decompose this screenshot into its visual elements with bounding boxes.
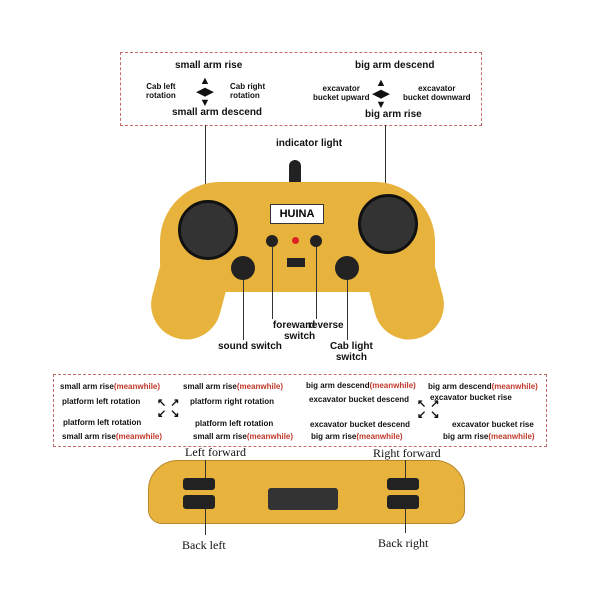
t: small arm rise (60, 382, 114, 391)
t: Cab right (230, 82, 266, 91)
t: excavator bucket descend (309, 395, 410, 404)
left-forward-trigger[interactable] (183, 478, 215, 490)
t: excavator bucket rise (430, 393, 512, 402)
t: platform left rotation (62, 397, 141, 406)
t: Cab left (146, 82, 176, 91)
t: excavator bucket rise (452, 420, 534, 429)
four-arrows-icon: ▲◀▶▼ (196, 75, 214, 109)
t: excavator bucket descend (310, 420, 411, 429)
reverse-switch-button[interactable] (310, 235, 322, 247)
t: (meanwhile) (356, 432, 403, 441)
pointer-line (316, 247, 317, 319)
top-legend-box (120, 52, 482, 126)
label-left-forward: Left forward (185, 445, 246, 459)
t: big arm rise(meanwhile) (311, 432, 403, 441)
t: (meanwhile) (488, 432, 535, 441)
pointer-line (243, 280, 244, 340)
t: (meanwhile) (491, 382, 538, 391)
left-joystick[interactable] (178, 200, 238, 260)
t: excavator (322, 84, 360, 93)
label-big-arm-rise: big arm rise (365, 109, 422, 120)
diagonal-arrows-icon: ↖↗↙↘ (157, 397, 184, 420)
t: small arm rise (62, 432, 116, 441)
back-left-trigger[interactable] (183, 495, 215, 509)
label-back-left: Back left (182, 538, 226, 552)
label-big-arm-descend: big arm descend (355, 60, 435, 71)
t: switch (335, 352, 367, 363)
label-reverse: reverse (308, 320, 344, 331)
t: small arm rise(meanwhile) (62, 432, 162, 441)
t: big arm descend (306, 381, 370, 390)
t: Cab light (330, 341, 373, 352)
four-arrows-icon: ▲◀▶▼ (372, 77, 390, 111)
pointer-line (205, 509, 206, 535)
t: small arm rise(meanwhile) (183, 382, 283, 391)
foreward-switch-button[interactable] (266, 235, 278, 247)
t: (meanwhile) (246, 432, 294, 441)
t: big arm rise (443, 432, 489, 441)
t: foreward (272, 320, 316, 331)
t: (meanwhile) (369, 381, 416, 390)
t: excavator (418, 84, 456, 93)
label-small-arm-rise: small arm rise (175, 60, 243, 71)
bottom-legend-box (53, 374, 547, 447)
t: bucket downward (403, 93, 471, 102)
label-small-arm-descend: small arm descend (172, 107, 263, 118)
sound-switch-button[interactable] (231, 256, 255, 280)
t: (meanwhile) (115, 432, 163, 441)
cab-light-switch-button[interactable] (335, 256, 359, 280)
t: platform left rotation (63, 418, 142, 427)
t: platform right rotation (190, 397, 274, 406)
t: rotation (230, 91, 260, 100)
label-sound-switch: sound switch (218, 341, 282, 352)
back-right-trigger[interactable] (387, 495, 419, 509)
right-joystick[interactable] (358, 194, 418, 254)
pointer-line (205, 460, 206, 478)
label-right-forward: Right forward (373, 446, 441, 460)
label-indicator-light: indicator light (276, 138, 343, 149)
t: small arm rise(meanwhile) (60, 382, 160, 391)
center-slot (268, 488, 338, 510)
t: rotation (146, 91, 176, 100)
t: small arm rise (183, 382, 237, 391)
t: big arm descend(meanwhile) (306, 381, 416, 390)
pointer-line (272, 247, 273, 319)
pointer-line (405, 509, 406, 533)
pointer-line (347, 280, 348, 340)
right-forward-trigger[interactable] (387, 478, 419, 490)
t: small arm rise(meanwhile) (193, 432, 293, 441)
diagonal-arrows-icon: ↖↗↙↘ (417, 398, 444, 421)
t: big arm descend(meanwhile) (428, 382, 538, 391)
label-back-right: Back right (378, 536, 429, 550)
pointer-line (405, 460, 406, 478)
t: bucket upward (313, 93, 370, 102)
t: big arm rise(meanwhile) (443, 432, 535, 441)
t: switch (284, 331, 316, 342)
t: big arm descend (428, 382, 492, 391)
t: (meanwhile) (236, 382, 284, 391)
t: big arm rise (311, 432, 357, 441)
t: (meanwhile) (113, 382, 161, 391)
indicator-light (292, 237, 299, 244)
t: small arm rise (193, 432, 247, 441)
power-switch[interactable] (287, 258, 305, 267)
logo-plate: HUINA (270, 204, 324, 224)
t: platform left rotation (195, 419, 274, 428)
